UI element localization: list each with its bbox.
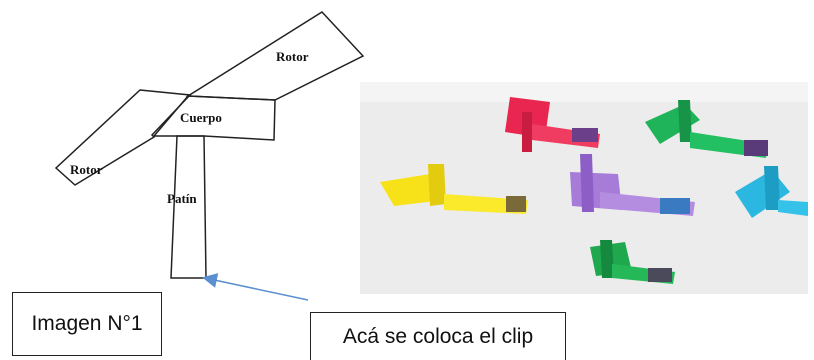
image-caption-box: Imagen N°1	[12, 292, 162, 356]
skid-section	[170, 135, 207, 279]
helicopter-purple	[570, 154, 695, 216]
label-cuerpo: Cuerpo	[180, 110, 222, 125]
helicopter-red	[505, 97, 600, 152]
helicopter-blue	[735, 166, 808, 218]
label-rotor-top: Rotor	[276, 49, 309, 64]
helicopter-green-bottom	[590, 240, 675, 284]
clip-note-box: Acá se coloca el clip	[310, 312, 566, 360]
helicopter-yellow	[380, 164, 528, 214]
rotor-left-blade	[54, 89, 192, 186]
helicopter-green-top	[645, 100, 768, 158]
clip-arrow	[202, 273, 309, 301]
label-patin: Patín	[167, 191, 197, 206]
body-section	[152, 95, 276, 141]
clip-note: Acá se coloca el clip	[342, 324, 534, 348]
label-rotor-left: Rotor	[70, 162, 103, 177]
helicopters-photo	[360, 82, 808, 294]
template-outline	[54, 11, 365, 279]
image-caption: Imagen N°1	[31, 312, 143, 335]
